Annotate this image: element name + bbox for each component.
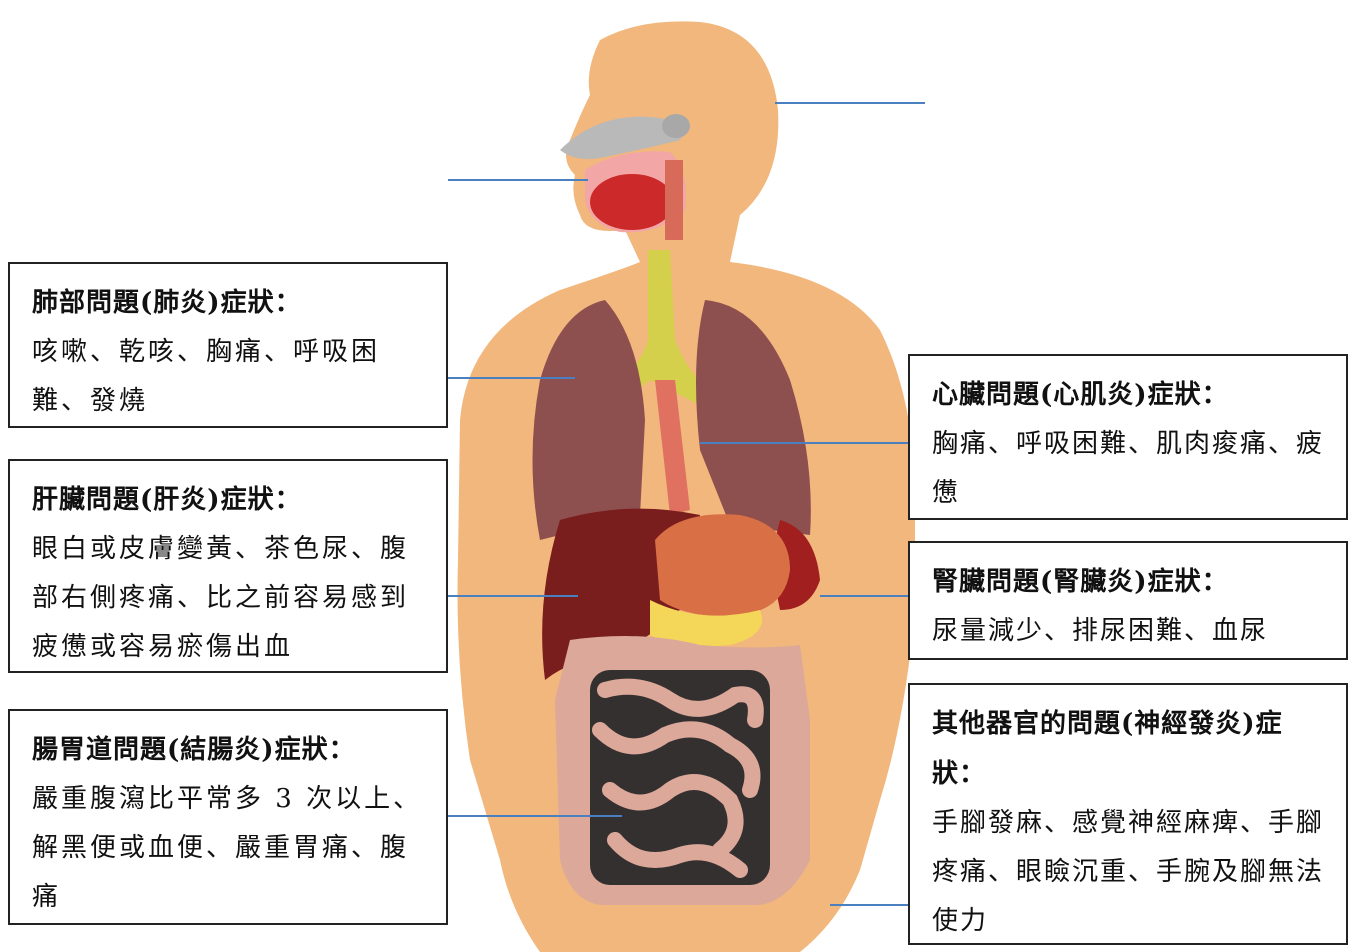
heart-title: 心臟問題(心肌炎)症狀：	[932, 370, 1326, 420]
heart-symptoms-box: 心臟問題(心肌炎)症狀： 胸痛、呼吸困難、肌肉痠痛、疲憊	[908, 354, 1348, 520]
kidney-symptoms-box: 腎臟問題(腎臟炎)症狀： 尿量減少、排尿困難、血尿	[908, 541, 1348, 660]
liver-body: 眼白或皮膚變黃、茶色尿、腹部右側疼痛、比之前容易感到疲憊或容易瘀傷出血	[32, 525, 426, 672]
lung-body: 咳嗽、乾咳、胸痛、呼吸困難、發燒	[32, 328, 426, 426]
kidney-title: 腎臟問題(腎臟炎)症狀：	[932, 557, 1326, 607]
gi-title: 腸胃道問題(結腸炎)症狀：	[32, 725, 426, 775]
liver-title: 肝臟問題(肝炎)症狀：	[32, 475, 426, 525]
other-title: 其他器官的問題(神經發炎)症狀：	[932, 699, 1326, 799]
stomach	[655, 514, 790, 616]
gi-symptoms-box: 腸胃道問題(結腸炎)症狀： 嚴重腹瀉比平常多 3 次以上、解黑便或血便、嚴重胃痛…	[8, 709, 448, 925]
sinus	[662, 114, 690, 138]
other-organs-symptoms-box: 其他器官的問題(神經發炎)症狀： 手腳發麻、感覺神經麻痺、手腳疼痛、眼瞼沉重、手…	[908, 683, 1348, 945]
lung-title: 肺部問題(肺炎)症狀：	[32, 278, 426, 328]
liver-symptoms-box: 肝臟問題(肝炎)症狀： 眼白或皮膚變黃、茶色尿、腹部右側疼痛、比之前容易感到疲憊…	[8, 459, 448, 673]
lung-symptoms-box: 肺部問題(肺炎)症狀： 咳嗽、乾咳、胸痛、呼吸困難、發燒	[8, 262, 448, 428]
gi-body: 嚴重腹瀉比平常多 3 次以上、解黑便或血便、嚴重胃痛、腹痛	[32, 775, 426, 922]
pharynx	[665, 160, 683, 240]
heart-body: 胸痛、呼吸困難、肌肉痠痛、疲憊	[932, 420, 1326, 518]
other-body: 手腳發麻、感覺神經麻痺、手腳疼痛、眼瞼沉重、手腕及腳無法使力	[932, 799, 1326, 946]
tongue	[590, 174, 674, 230]
kidney-body: 尿量減少、排尿困難、血尿	[932, 607, 1326, 656]
